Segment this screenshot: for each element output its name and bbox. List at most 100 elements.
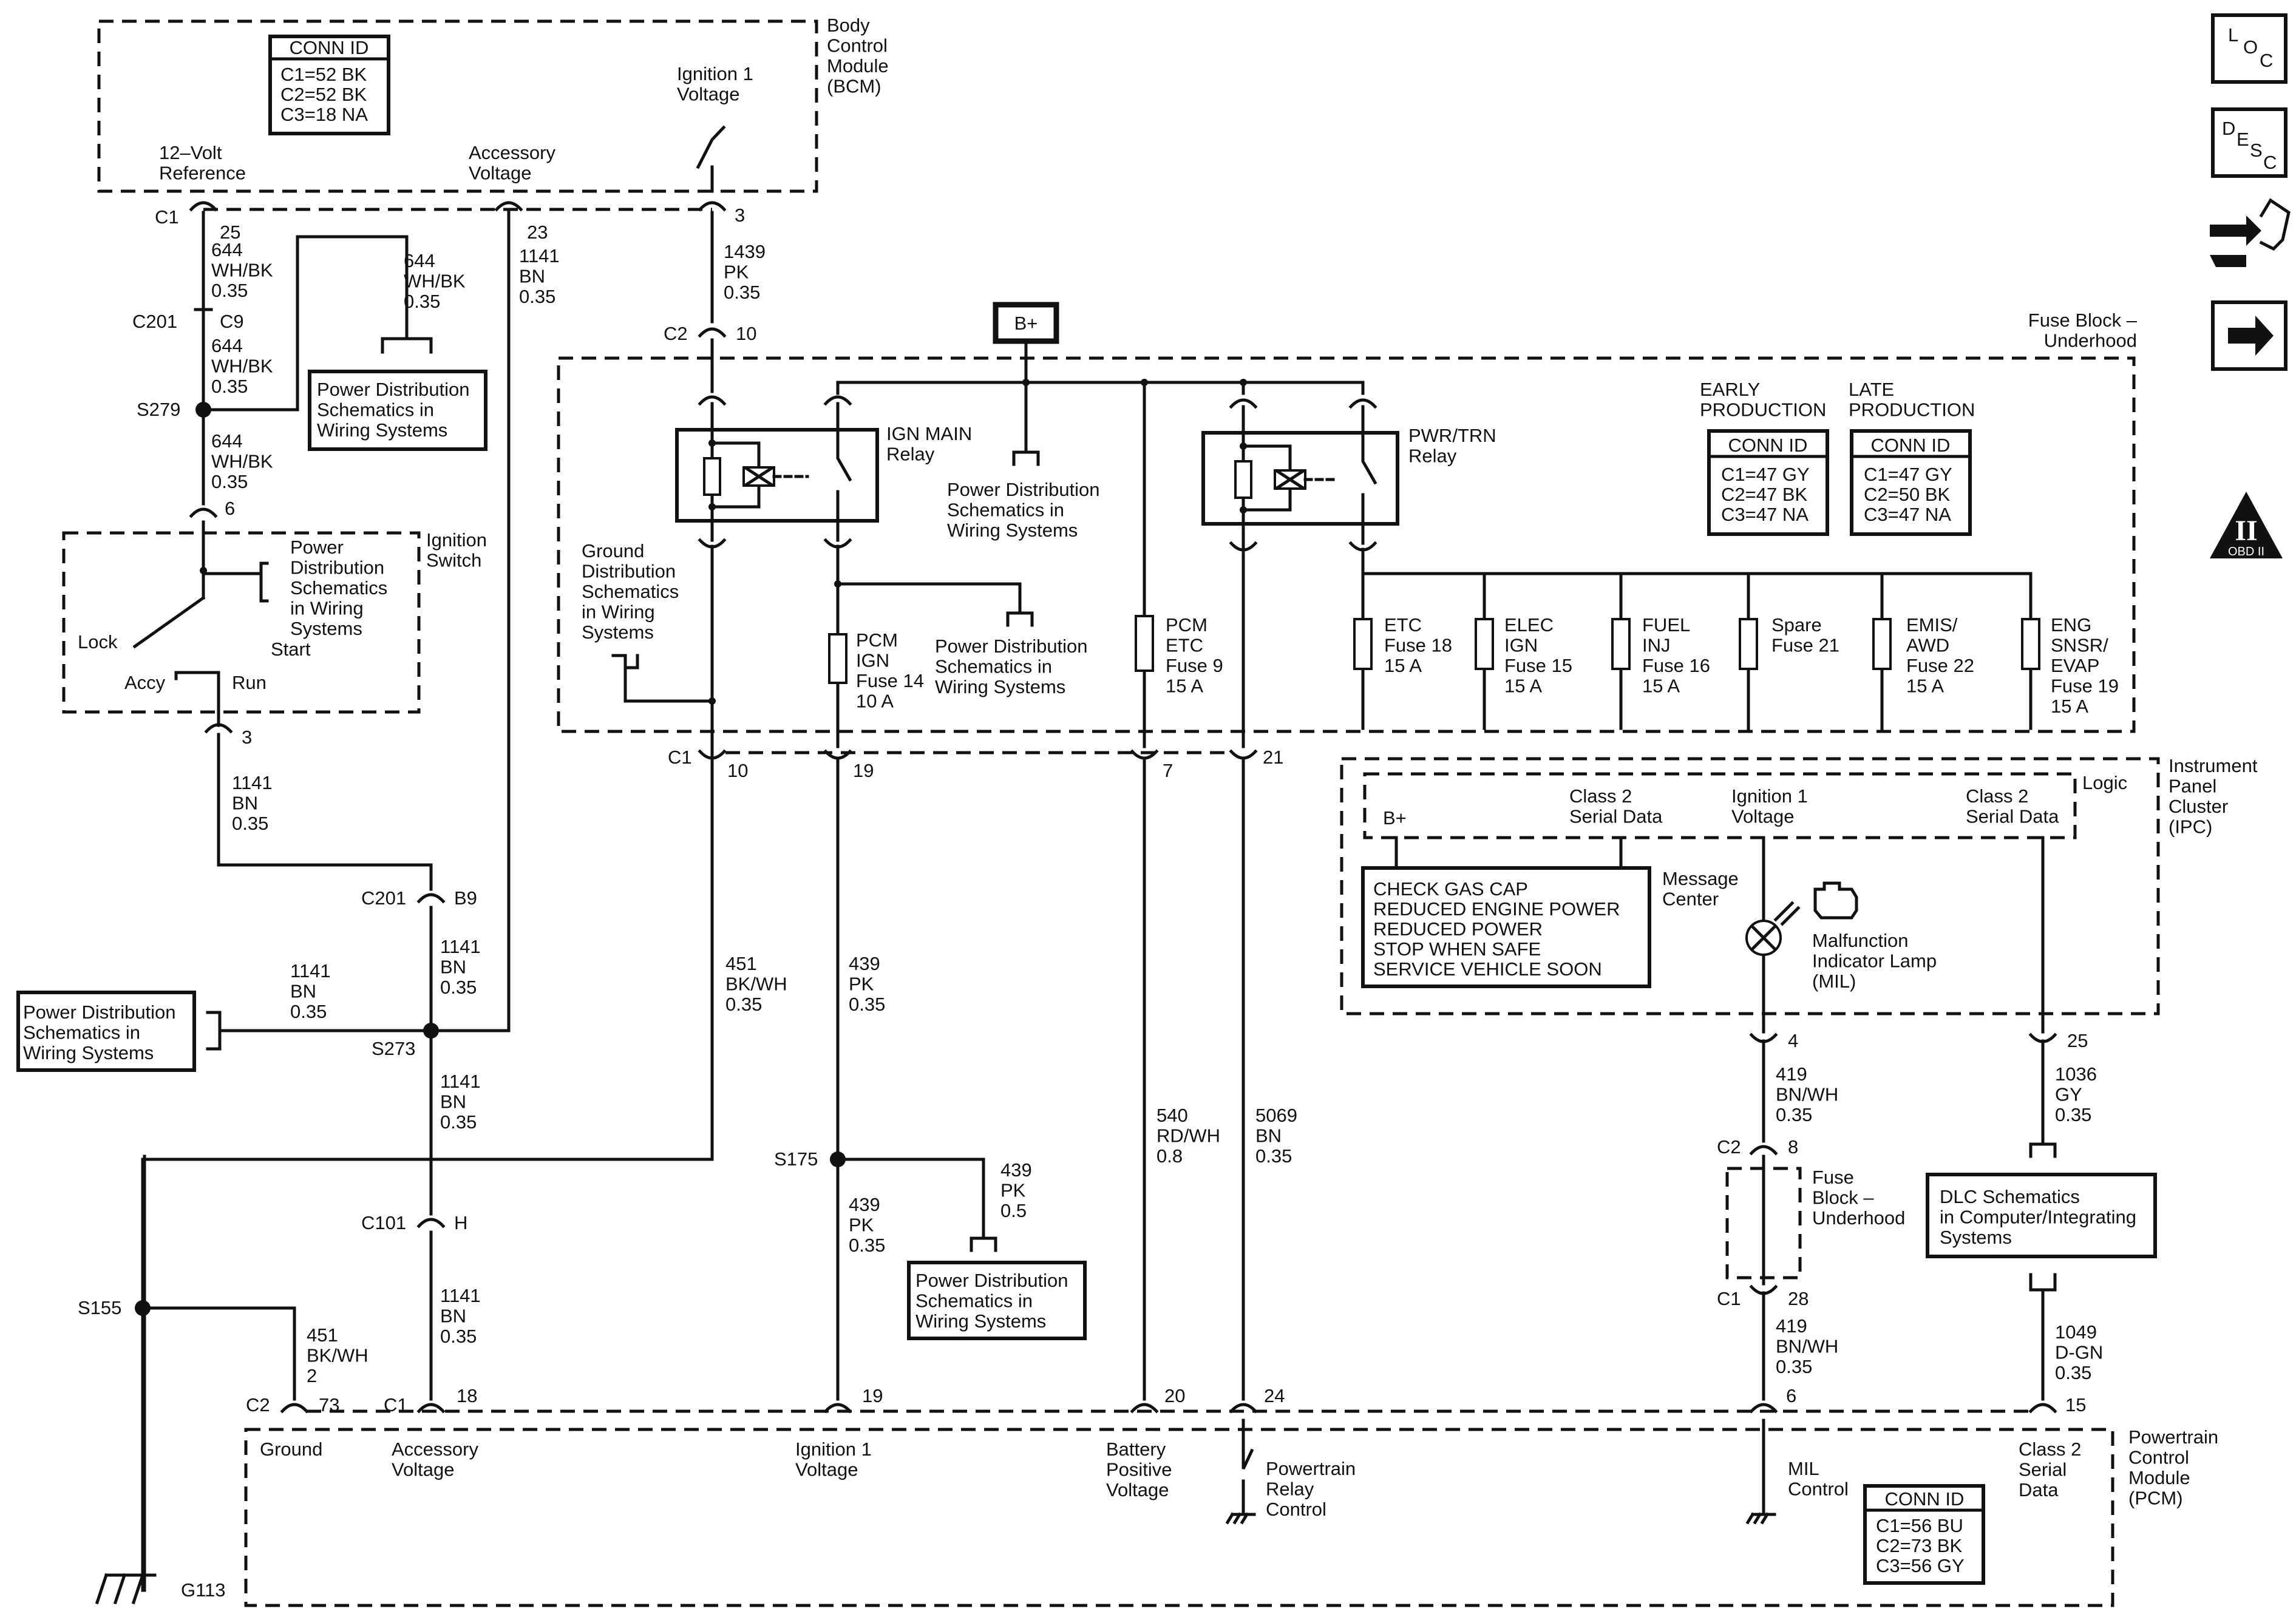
icon-letter: C <box>2263 152 2277 173</box>
message-line: STOP WHEN SAFE <box>1373 938 1541 960</box>
pwr-dist-ref-box-s175[interactable] <box>907 1261 1087 1340</box>
splice-label: S273 <box>372 1038 415 1059</box>
conn-row: C2=73 BK <box>1876 1535 1963 1556</box>
conn-row: C3=47 NA <box>1721 504 1809 525</box>
pin-label: 18 <box>457 1385 477 1406</box>
splice-label: S155 <box>78 1297 121 1318</box>
connector-tool-icon[interactable] <box>2210 198 2291 267</box>
pin-label: 28 <box>1788 1288 1809 1309</box>
conn-row: C3=47 NA <box>1864 504 1951 525</box>
pin-label: 24 <box>1264 1385 1285 1406</box>
connector-label: C1 <box>384 1394 408 1415</box>
splice-label: S279 <box>137 399 180 420</box>
pwr-dist-ref-box[interactable] <box>308 370 487 451</box>
pwr-dist-ref-box-left[interactable] <box>16 991 196 1072</box>
pin-label: 10 <box>736 323 756 344</box>
dlc-ref-box[interactable] <box>1926 1173 2157 1258</box>
ground-symbol-g113: G113 <box>95 1573 226 1605</box>
conn-row: C2=50 BK <box>1864 484 1951 505</box>
conn-title: CONN ID <box>1871 435 1951 456</box>
ign-position-start: Start <box>271 639 311 660</box>
bcm-conn-table: CONN ID C1=52 BK C2=52 BK C3=18 NA <box>268 35 390 135</box>
fuse-block-title: Fuse Block –Underhood <box>2028 310 2138 351</box>
pcm-conn-table: CONN ID C1=56 BU C2=73 BK C3=56 GY <box>1863 1484 1985 1585</box>
pin-label: 10 <box>727 760 748 781</box>
connector-label: C101 <box>361 1212 406 1233</box>
connector-label: C2 <box>1717 1136 1741 1158</box>
conn-title: CONN ID <box>1885 1488 1965 1510</box>
ign-switch-outline <box>62 531 421 714</box>
pin-label: 21 <box>1263 747 1283 768</box>
message-line: SERVICE VEHICLE SOON <box>1373 958 1602 980</box>
ign-position-accy: Accy <box>124 672 166 693</box>
next-arrow-icon[interactable] <box>2211 300 2288 371</box>
pin-label: 19 <box>862 1385 883 1406</box>
loc-icon[interactable]: L O C <box>2211 13 2288 84</box>
pin-label: 20 <box>1164 1385 1185 1406</box>
conn-title: CONN ID <box>290 37 369 58</box>
b-plus-label: B+ <box>1014 313 1038 334</box>
fuse-block-outline <box>557 356 2136 733</box>
icon-letter: D <box>2222 118 2235 139</box>
engine-icon <box>1813 881 1858 920</box>
pin-label: C9 <box>220 311 244 332</box>
pcm-outline <box>244 1428 2114 1607</box>
conn-row: C1=52 BK <box>280 64 367 85</box>
obd-ii-icon: II OBD II <box>2210 492 2283 558</box>
ign-position-run: Run <box>232 672 267 693</box>
message-center-box <box>1361 866 1651 988</box>
desc-icon[interactable]: D E S C <box>2211 107 2288 178</box>
connector-label: C1 <box>668 747 692 768</box>
ign-position-lock: Lock <box>78 631 118 653</box>
conn-row: C2=52 BK <box>280 84 367 105</box>
pin-label: 25 <box>2067 1030 2088 1051</box>
